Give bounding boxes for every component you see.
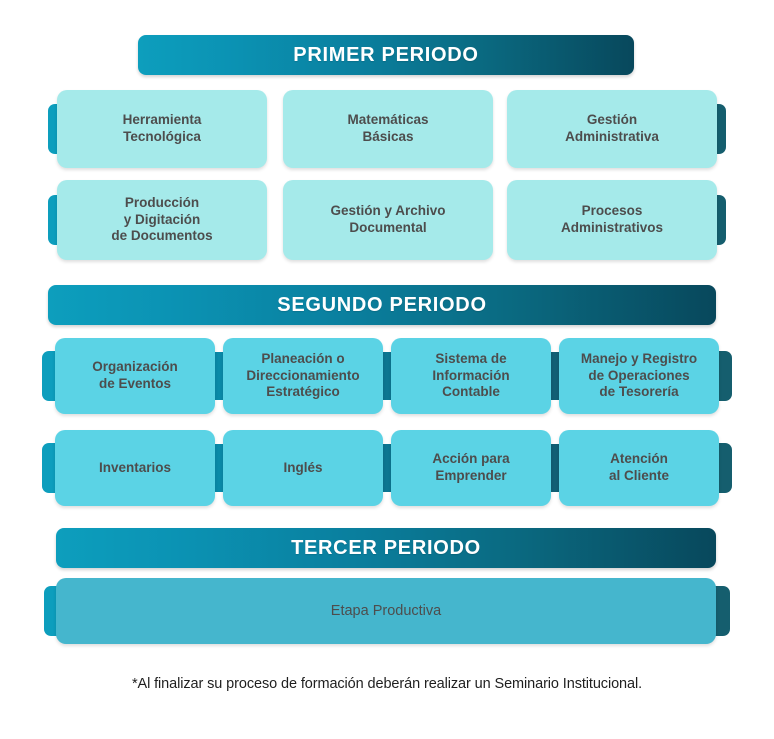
course-label: Matemáticas Básicas	[347, 112, 429, 144]
course-label: Manejo y Registro de Operaciones de Teso…	[580, 350, 698, 400]
course-box[interactable]: Acción para Emprender	[391, 430, 551, 506]
course-box[interactable]: Planeación o Direccionamiento Estratégic…	[223, 338, 383, 414]
course-box[interactable]: Atención al Cliente	[559, 430, 719, 506]
period-header-label: SEGUNDO PERIODO	[277, 293, 487, 316]
course-row: Herramienta Tecnológica Matemáticas Bási…	[48, 90, 726, 168]
course-box[interactable]: Gestión y Archivo Documental	[283, 180, 493, 260]
course-label: Planeación o Direccionamiento Estratégic…	[246, 350, 360, 400]
row-left-tab	[42, 443, 58, 493]
course-label: Inglés	[283, 459, 323, 475]
course-box[interactable]: Procesos Administrativos	[507, 180, 717, 260]
course-row: Producción y Digitación de Documentos Ge…	[48, 180, 726, 260]
course-row: Organización de Eventos Planeación o Dir…	[42, 338, 732, 414]
course-row: Inventarios Inglés Acción para Emprender…	[42, 430, 732, 506]
course-label: Etapa Productiva	[330, 602, 442, 619]
course-box[interactable]: Sistema de Información Contable	[391, 338, 551, 414]
course-box[interactable]: Organización de Eventos	[55, 338, 215, 414]
course-label: Procesos Administrativos	[560, 203, 664, 235]
footnote-text: *Al finalizar su proceso de formación de…	[131, 676, 643, 692]
course-label: Atención al Cliente	[608, 451, 670, 483]
course-box[interactable]: Herramienta Tecnológica	[57, 90, 267, 168]
course-box[interactable]: Inglés	[223, 430, 383, 506]
course-box[interactable]: Etapa Productiva	[56, 578, 716, 644]
course-label: Gestión y Archivo Documental	[330, 203, 446, 235]
course-box[interactable]: Producción y Digitación de Documentos	[57, 180, 267, 260]
course-label: Organización de Eventos	[92, 359, 178, 391]
row-left-tab	[42, 351, 58, 401]
period-header-tercer: TERCER PERIODO	[56, 528, 716, 568]
course-box[interactable]: Manejo y Registro de Operaciones de Teso…	[559, 338, 719, 414]
course-label: Gestión Administrativa	[565, 112, 659, 144]
period-header-segundo: SEGUNDO PERIODO	[48, 285, 716, 325]
course-label: Sistema de Información Contable	[432, 350, 510, 400]
row-right-tab	[714, 586, 730, 636]
period-header-label: TERCER PERIODO	[291, 536, 481, 559]
course-label: Herramienta Tecnológica	[122, 112, 202, 144]
course-box[interactable]: Gestión Administrativa	[507, 90, 717, 168]
row-right-tab	[716, 351, 732, 401]
row-right-tab	[716, 443, 732, 493]
course-label: Producción y Digitación de Documentos	[111, 194, 213, 244]
period-header-label: PRIMER PERIODO	[293, 43, 479, 66]
course-label: Acción para Emprender	[432, 451, 510, 483]
course-box[interactable]: Inventarios	[55, 430, 215, 506]
course-box[interactable]: Matemáticas Básicas	[283, 90, 493, 168]
period-header-primer: PRIMER PERIODO	[138, 35, 634, 75]
course-label: Inventarios	[98, 459, 172, 475]
